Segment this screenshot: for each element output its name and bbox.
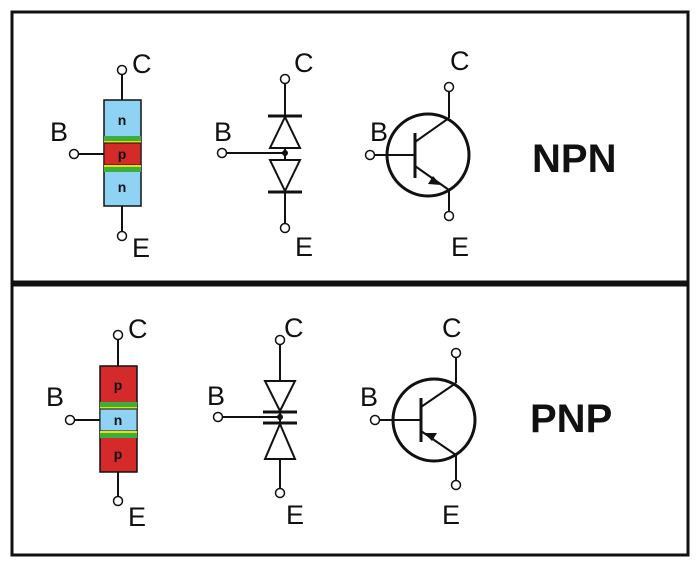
- emitter-terminal: [443, 210, 455, 222]
- pnp-layer-model: p n p C B E: [46, 314, 148, 532]
- emitter-label: E: [451, 232, 469, 262]
- collector-terminal: [116, 64, 128, 76]
- junction-band: [104, 136, 141, 141]
- base-label: B: [50, 117, 68, 147]
- npn-layer-top-label: n: [118, 112, 127, 128]
- collector-label: C: [284, 313, 304, 343]
- diode-icon: [263, 421, 297, 460]
- collector-label: C: [442, 313, 462, 343]
- diode-icon: [268, 114, 302, 149]
- npn-transistor-symbol: C B E: [364, 46, 471, 262]
- diode-icon: [263, 380, 297, 414]
- npn-type-label: NPN: [532, 137, 616, 181]
- emitter-terminal: [274, 487, 286, 499]
- base-label: B: [214, 117, 232, 147]
- pnp-layer-top-label: p: [114, 377, 123, 393]
- base-terminal: [64, 414, 76, 426]
- pnp-type-label: PNP: [530, 397, 612, 441]
- base-terminal: [364, 149, 376, 161]
- collector-terminal: [112, 329, 124, 341]
- pnp-panel-frame: [10, 283, 690, 557]
- base-terminal: [216, 147, 228, 159]
- collector-label: C: [450, 46, 470, 76]
- pnp-diode-model: C B E: [207, 313, 304, 530]
- collector-label: C: [132, 49, 152, 79]
- collector-terminal: [274, 334, 286, 346]
- junction-band: [100, 402, 137, 407]
- junction-band: [100, 433, 137, 438]
- collector-terminal: [450, 347, 462, 359]
- npn-layer-bottom-label: n: [118, 179, 127, 195]
- emitter-arrow-icon: [428, 176, 441, 185]
- collector-terminal: [279, 73, 291, 85]
- collector-label: C: [128, 314, 148, 344]
- emitter-label: E: [295, 232, 313, 262]
- emitter-terminal: [116, 230, 128, 242]
- npn-layer-middle-label: p: [118, 146, 127, 162]
- pnp-panel: p n p C B E C B E: [46, 313, 612, 532]
- diode-icon: [268, 159, 302, 194]
- base-terminal: [369, 414, 381, 426]
- emitter-terminal: [450, 479, 462, 491]
- junction-band: [104, 165, 141, 167]
- emitter-terminal: [279, 222, 291, 234]
- pnp-layer-bottom-label: p: [114, 446, 123, 462]
- emitter-label: E: [442, 500, 460, 530]
- pnp-layer-middle-label: n: [114, 412, 123, 428]
- emitter-label: E: [132, 233, 150, 263]
- base-label: B: [46, 382, 64, 412]
- emitter-terminal: [112, 495, 124, 507]
- junction-band: [104, 141, 141, 143]
- npn-diode-model: C B E: [214, 48, 314, 262]
- emitter-label: E: [128, 502, 146, 532]
- emitter-label: E: [286, 500, 304, 530]
- junction-band: [100, 407, 137, 409]
- emitter-arrow-icon: [424, 433, 437, 441]
- base-label: B: [360, 382, 378, 412]
- base-label: B: [207, 381, 225, 411]
- junction-band: [100, 431, 137, 433]
- collector-label: C: [294, 48, 314, 78]
- junction-band: [104, 167, 141, 172]
- base-label: B: [370, 117, 388, 147]
- npn-panel-frame: [10, 10, 690, 284]
- base-terminal: [212, 411, 224, 423]
- junction-node: [277, 414, 283, 420]
- npn-panel: n p n C B E C B E: [50, 46, 616, 263]
- pnp-transistor-symbol: C B E: [360, 313, 477, 530]
- npn-layer-model: n p n C B E: [50, 49, 152, 263]
- base-terminal: [68, 148, 80, 160]
- collector-terminal: [443, 81, 455, 93]
- junction-node: [282, 150, 288, 156]
